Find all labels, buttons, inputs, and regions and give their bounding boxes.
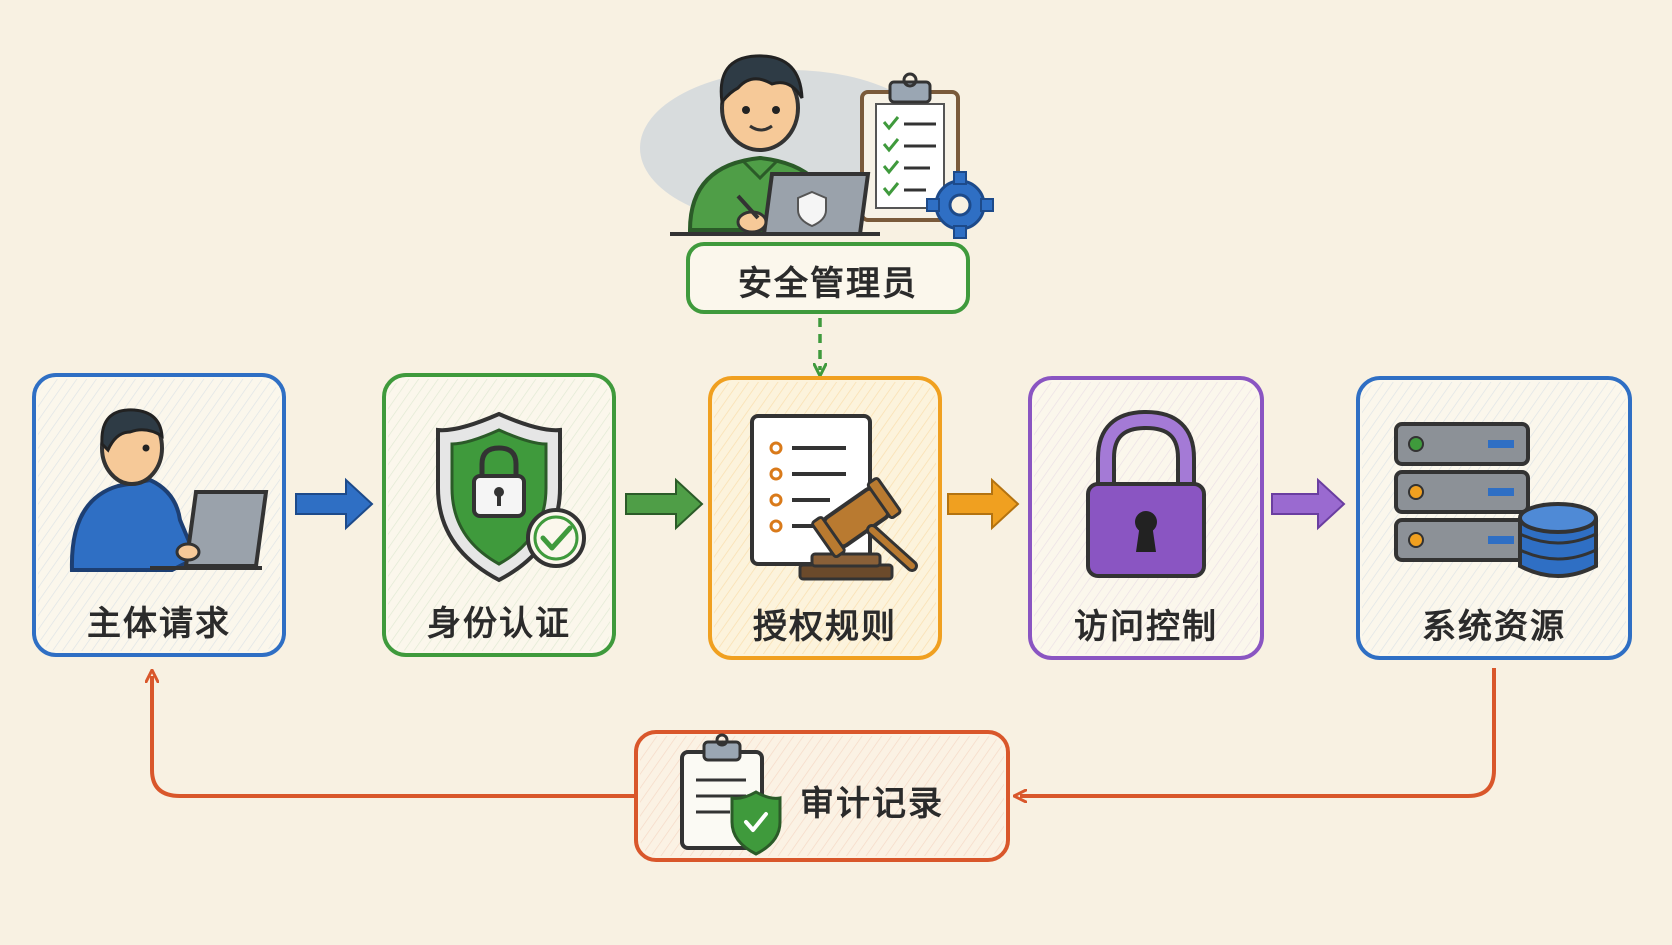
arrow-subject-to-auth bbox=[295, 477, 374, 531]
admin-label: 安全管理员 bbox=[738, 264, 918, 304]
clipboard-checklist-icon bbox=[860, 72, 960, 222]
admin-illustration bbox=[640, 54, 994, 239]
node-label-auth: 身份认证 bbox=[427, 604, 571, 644]
node-label-subject: 主体请求 bbox=[87, 604, 231, 644]
admin-laptop-icon bbox=[670, 172, 880, 236]
check-circle-icon bbox=[526, 508, 586, 568]
arrow-access-to-resource bbox=[1271, 477, 1346, 531]
resource-to-audit-arrow bbox=[1020, 668, 1496, 796]
server-rack-icon bbox=[1394, 422, 1530, 562]
audit-label: 审计记录 bbox=[800, 784, 944, 824]
database-icon bbox=[1518, 502, 1598, 578]
audit-clipboard-shield-icon bbox=[680, 733, 782, 856]
node-label-access: 访问控制 bbox=[1074, 607, 1218, 647]
gear-icon bbox=[926, 171, 994, 239]
user-at-laptop-icon bbox=[69, 408, 269, 572]
admin-label-box bbox=[686, 242, 970, 314]
gavel-icon bbox=[798, 477, 918, 581]
audit-to-subject-arrow bbox=[152, 676, 634, 798]
node-label-rules: 授权规则 bbox=[753, 607, 897, 647]
node-label-resource: 系统资源 bbox=[1422, 607, 1566, 647]
arrow-auth-to-rules bbox=[625, 477, 704, 531]
arrow-rules-to-access bbox=[947, 477, 1020, 531]
padlock-icon bbox=[1086, 409, 1206, 578]
